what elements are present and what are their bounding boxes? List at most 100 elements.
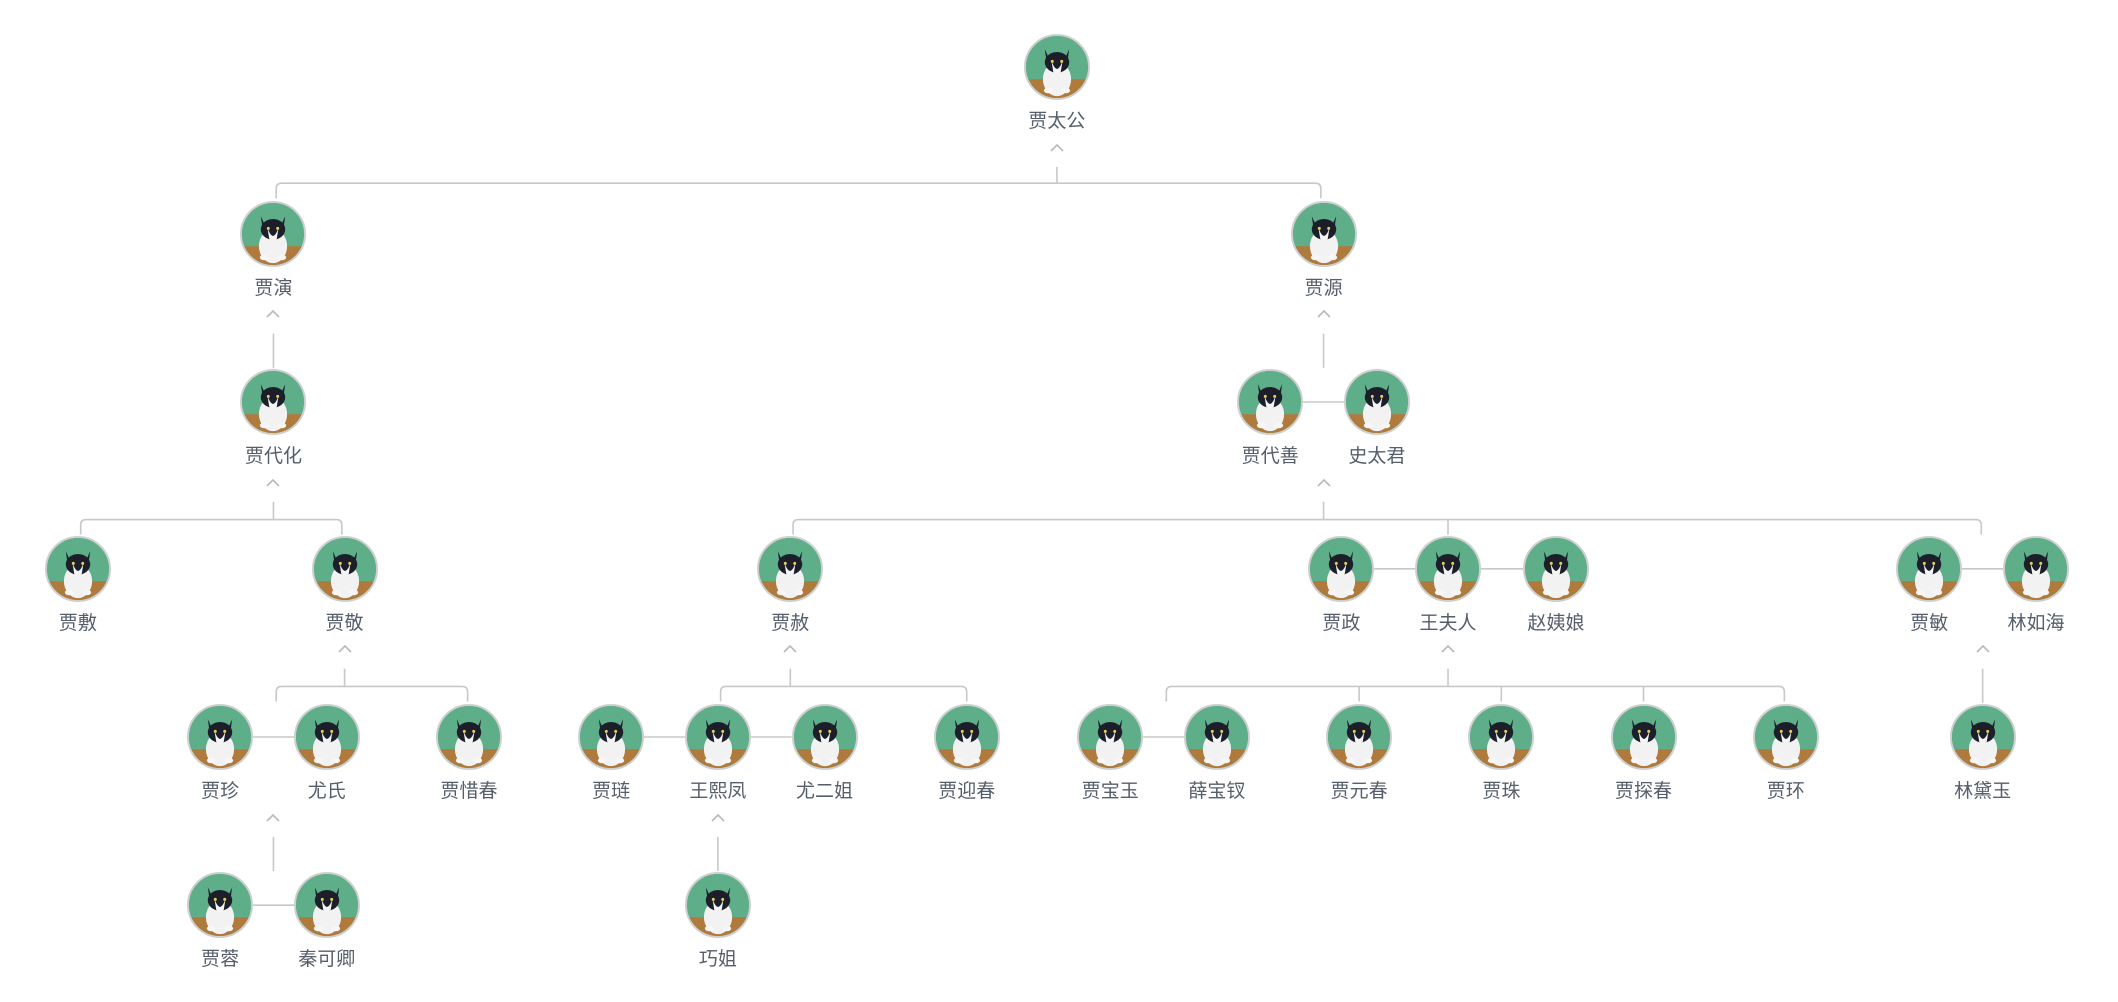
member-name: 王夫人 [1419, 611, 1477, 634]
member-name: 贾珠 [1482, 779, 1521, 802]
sibling-connector [275, 685, 469, 702]
member-node[interactable]: 贾代善 [1217, 368, 1327, 479]
member-node[interactable]: 巧姐 [665, 872, 775, 982]
member-node[interactable]: 贾政 [1288, 535, 1398, 646]
chevron-up-icon[interactable] [1312, 305, 1336, 323]
chevron-up-icon[interactable] [1971, 640, 1995, 658]
chevron-up-icon[interactable] [261, 474, 285, 492]
member-name: 贾探春 [1615, 779, 1673, 802]
member-name: 贾源 [1304, 276, 1343, 299]
member-name: 贾珍 [201, 779, 240, 802]
avatar[interactable] [757, 535, 824, 602]
member-node[interactable]: 贾珠 [1448, 703, 1558, 814]
avatar[interactable] [1290, 200, 1357, 267]
chevron-up-icon[interactable] [778, 640, 802, 658]
sibling-connector [792, 518, 1983, 535]
member-node[interactable]: 贾迎春 [914, 703, 1024, 814]
member-node[interactable]: 贾宝玉 [1057, 703, 1167, 814]
avatar[interactable] [293, 872, 360, 939]
member-name: 史太君 [1348, 444, 1406, 467]
avatar[interactable] [791, 703, 858, 770]
member-node[interactable]: 王熙凤 [665, 703, 775, 814]
avatar[interactable] [1896, 535, 1963, 602]
member-node[interactable]: 尤二姐 [772, 703, 882, 814]
chevron-up-icon[interactable] [706, 809, 730, 827]
avatar[interactable] [311, 535, 378, 602]
member-node[interactable]: 贾元春 [1306, 703, 1416, 814]
avatar[interactable] [1023, 33, 1090, 100]
member-node[interactable]: 尤氏 [274, 703, 384, 814]
member-node[interactable]: 贾太公 [1004, 33, 1114, 144]
avatar[interactable] [1752, 703, 1819, 770]
member-node[interactable]: 王夫人 [1395, 535, 1505, 646]
sibling-connector [275, 182, 1322, 199]
member-node[interactable]: 贾惜春 [416, 703, 526, 814]
member-name: 尤氏 [307, 779, 346, 802]
avatar[interactable] [1077, 703, 1144, 770]
avatar[interactable] [1326, 703, 1393, 770]
avatar[interactable] [2002, 535, 2069, 602]
member-node[interactable]: 贾赦 [737, 535, 847, 646]
avatar[interactable] [1237, 368, 1304, 435]
member-name: 贾迎春 [938, 779, 996, 802]
avatar[interactable] [293, 703, 360, 770]
member-node[interactable]: 贾源 [1271, 200, 1381, 311]
avatar[interactable] [1468, 703, 1535, 770]
member-node[interactable]: 贾琏 [558, 703, 668, 814]
chevron-up-icon[interactable] [1312, 474, 1336, 492]
member-node[interactable]: 林如海 [1983, 535, 2093, 646]
avatar[interactable] [1183, 703, 1250, 770]
avatar[interactable] [187, 703, 254, 770]
chevron-up-icon[interactable] [261, 809, 285, 827]
member-name: 贾演 [254, 276, 293, 299]
avatar[interactable] [44, 535, 111, 602]
member-node[interactable]: 贾敷 [25, 535, 135, 646]
avatar[interactable] [187, 872, 254, 939]
avatar[interactable] [1949, 703, 2016, 770]
avatar[interactable] [578, 703, 645, 770]
member-node[interactable]: 贾敬 [292, 535, 402, 646]
avatar[interactable] [933, 703, 1000, 770]
member-node[interactable]: 贾环 [1733, 703, 1843, 814]
member-node[interactable]: 贾演 [220, 200, 330, 311]
member-name: 贾敬 [325, 611, 364, 634]
member-name: 秦可卿 [298, 948, 356, 971]
member-node[interactable]: 史太君 [1324, 368, 1434, 479]
member-name: 尤二姐 [795, 779, 853, 802]
avatar[interactable] [684, 703, 751, 770]
avatar[interactable] [1610, 703, 1677, 770]
member-node[interactable]: 林黛玉 [1930, 703, 2040, 814]
member-name: 贾敷 [58, 611, 97, 634]
member-name: 王熙凤 [689, 779, 747, 802]
member-node[interactable]: 贾蓉 [167, 872, 277, 982]
member-name: 林黛玉 [1954, 779, 2012, 802]
avatar[interactable] [684, 872, 751, 939]
member-name: 贾太公 [1028, 109, 1086, 132]
avatar[interactable] [240, 368, 307, 435]
avatar[interactable] [240, 200, 307, 267]
member-name: 贾代化 [244, 444, 302, 467]
member-node[interactable]: 秦可卿 [274, 872, 384, 982]
member-name: 巧姐 [698, 948, 737, 971]
avatar[interactable] [1523, 535, 1590, 602]
chevron-up-icon[interactable] [261, 305, 285, 323]
member-name: 贾敏 [1910, 611, 1949, 634]
member-name: 赵姨娘 [1527, 611, 1585, 634]
member-node[interactable]: 薛宝钗 [1164, 703, 1274, 814]
member-node[interactable]: 贾探春 [1591, 703, 1701, 814]
avatar[interactable] [1415, 535, 1481, 602]
avatar[interactable] [1343, 368, 1410, 435]
chevron-up-icon[interactable] [333, 640, 357, 658]
member-name: 薛宝钗 [1188, 779, 1246, 802]
member-node[interactable]: 贾敏 [1876, 535, 1986, 646]
member-name: 贾环 [1766, 779, 1805, 802]
member-node[interactable]: 贾代化 [220, 368, 330, 479]
member-node[interactable]: 贾珍 [167, 703, 277, 814]
avatar[interactable] [1308, 535, 1375, 602]
member-node[interactable]: 赵姨娘 [1503, 535, 1613, 646]
chevron-up-icon[interactable] [1045, 139, 1069, 157]
avatar[interactable] [435, 703, 502, 770]
chevron-up-icon[interactable] [1436, 640, 1460, 658]
